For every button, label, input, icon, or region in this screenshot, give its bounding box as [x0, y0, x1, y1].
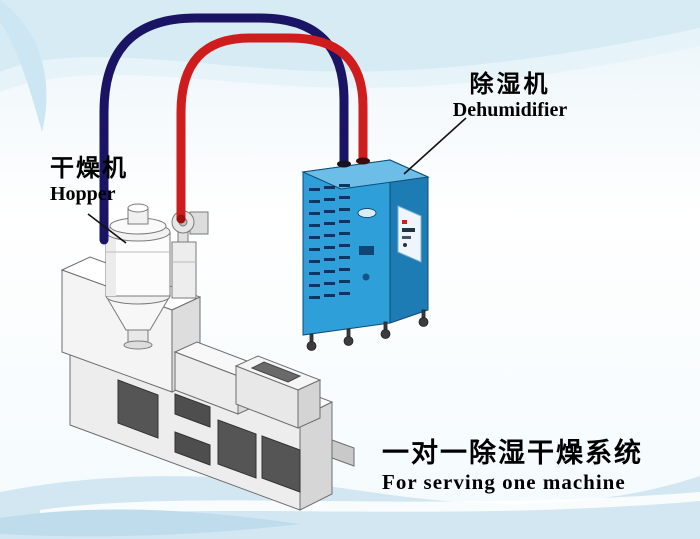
dehumidifier-label: 除湿机 Dehumidifier [442, 71, 578, 121]
dry-air-pipe [176, 33, 368, 220]
hopper-label-en: Hopper [50, 182, 116, 205]
system-caption: 一对一除湿干燥系统 For serving one machine [382, 438, 643, 495]
machine-mid-panels [174, 393, 211, 466]
hopper-dryer [105, 203, 171, 350]
return-air-pipe [99, 13, 349, 240]
system-caption-en: For serving one machine [382, 470, 626, 495]
dehumidifier-label-en: Dehumidifier [452, 98, 568, 121]
dehumidifier-pointer-line [403, 117, 467, 175]
machine-barrel-boxes [173, 341, 322, 429]
casters [306, 309, 429, 351]
dehumidifier-cabinet [301, 159, 430, 351]
machine-doors [117, 379, 301, 493]
vent-grille [309, 184, 350, 299]
front-label [359, 246, 374, 255]
system-caption-cn: 一对一除湿干燥系统 [382, 438, 643, 468]
hopper-pointer-line [87, 213, 127, 244]
hopper-label-cn: 干燥机 [50, 155, 128, 182]
hopper-body [105, 231, 171, 297]
hopper-label: 干燥机 Hopper [50, 155, 128, 205]
dehumidifier-label-cn: 除湿机 [469, 71, 551, 98]
blower-unit [171, 210, 209, 299]
pipe-connectors [99, 157, 370, 245]
bottom-swoosh [0, 476, 700, 539]
machine-die [331, 439, 355, 467]
control-panel [397, 205, 422, 263]
brand-oval [357, 208, 377, 218]
